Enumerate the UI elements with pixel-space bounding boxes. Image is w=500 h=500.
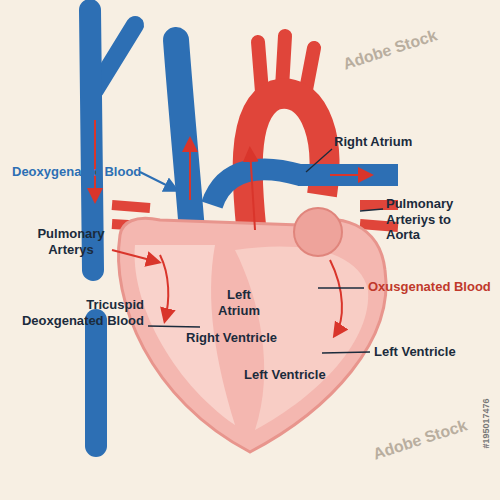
part-label: Pulmonary Arteriys to Aorta: [386, 196, 456, 243]
chamber-label: Left Ventricle: [244, 367, 348, 383]
watermark: Adobe Stock: [330, 22, 450, 77]
part-label: Tricuspid Deoxgenated Blood: [14, 297, 144, 328]
flow-label: Oxusgenated Blood: [368, 279, 496, 295]
part-label: Left Ventricle: [374, 344, 492, 360]
flow-label: Deoxygenated Blood: [12, 164, 142, 180]
chamber-label: Right Ventricle: [186, 330, 290, 346]
part-label: Right Atrium: [334, 134, 434, 150]
chamber-label: Left Atrium: [210, 287, 268, 318]
stock-number: #195017476: [481, 373, 492, 473]
part-label: Pulmonary Arterys: [30, 226, 112, 257]
watermark: Adobe Stock: [360, 412, 480, 467]
